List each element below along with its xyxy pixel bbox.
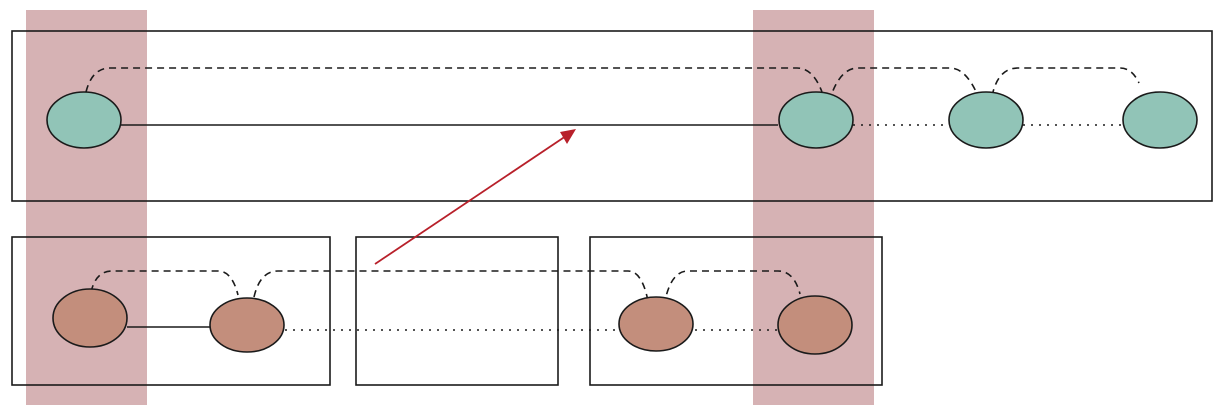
top-node-4 — [1122, 91, 1198, 149]
bottom-box-left — [11, 236, 331, 386]
bottom-node-1 — [52, 288, 128, 348]
bottom-dashed-arc-1 — [90, 270, 239, 296]
bottom-node-3 — [618, 296, 694, 352]
bottom-dashed-arc-2 — [253, 270, 649, 302]
top-dashed-arc-1 — [85, 67, 823, 93]
bottom-box-right — [589, 236, 883, 386]
bottom-node-4 — [777, 295, 853, 355]
mapping-arrow — [374, 135, 567, 265]
bottom-node-2 — [209, 297, 285, 353]
mapping-arrow-head — [560, 129, 576, 144]
top-sequence-box — [11, 30, 1213, 202]
top-node-1 — [46, 91, 122, 149]
top-node-3 — [948, 91, 1024, 149]
top-node-2 — [778, 91, 854, 149]
bottom-dashed-arc-3 — [663, 270, 801, 307]
top-dashed-arc-3 — [991, 67, 1140, 97]
bottom-box-middle — [355, 236, 559, 386]
